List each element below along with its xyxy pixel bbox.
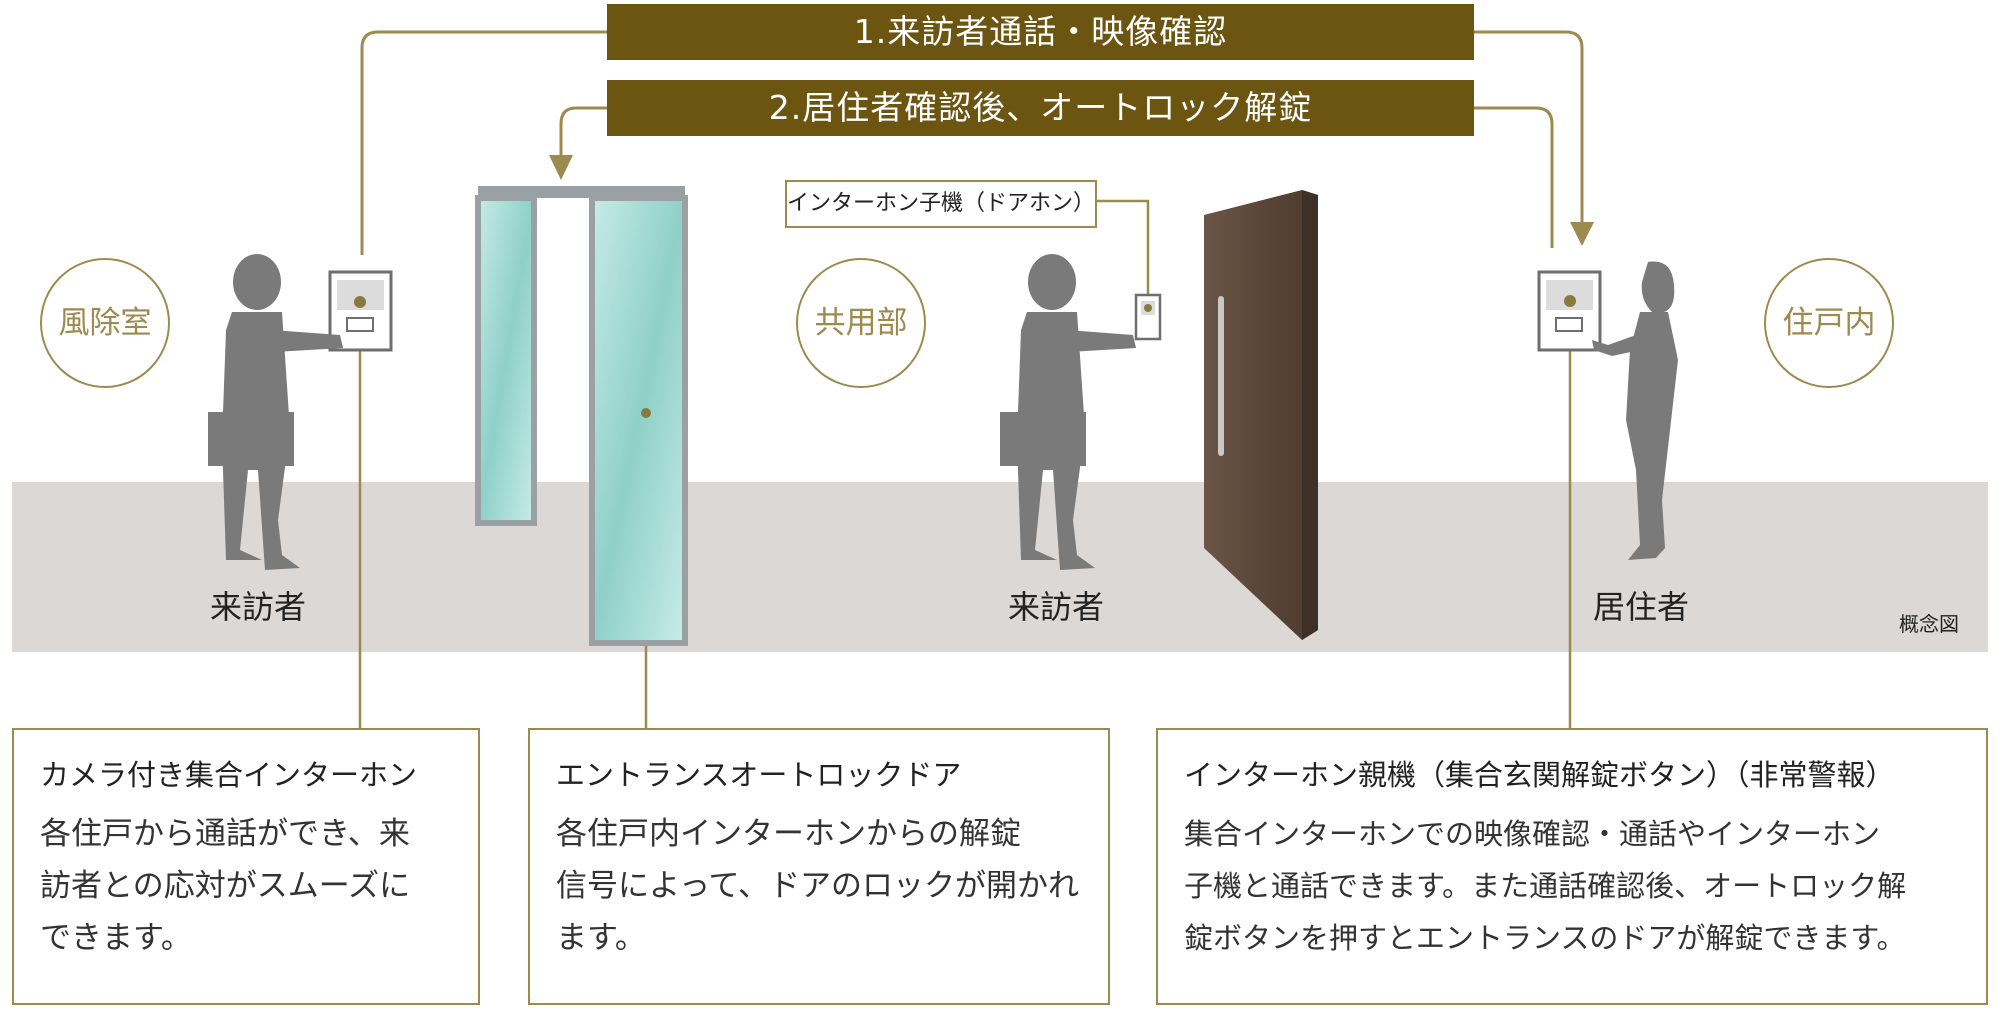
arrow-down-resident-icon — [1570, 222, 1594, 246]
resident-label: 居住者 — [1593, 588, 1690, 626]
step1-banner: 1.来訪者通話・映像確認 — [607, 4, 1474, 60]
concept-note: 概念図 — [1899, 612, 1959, 636]
flow-line-step2 — [559, 106, 1554, 248]
entry-door-icon — [1204, 190, 1318, 640]
door-intercom-label: インターホン子機（ドアホン） — [785, 180, 1097, 228]
autolock-door-line-1: 各住戸内インターホンからの解錠 — [556, 816, 1021, 852]
autolock-door-description: 各住戸内インターホンからの解錠 信号によって、ドアのロックが開かれ ます。 — [556, 808, 1079, 964]
visitor-center-silhouette-icon — [1000, 254, 1136, 570]
camera-intercom-box: カメラ付き集合インターホン 各住戸から通話ができ、来 訪者との応対がスムーズに … — [12, 728, 480, 1005]
visitor-center-label: 来訪者 — [1008, 588, 1105, 626]
autolock-door-box: エントランスオートロックドア 各住戸内インターホンからの解錠 信号によって、ドア… — [528, 728, 1110, 1005]
master-intercom-line-3: 錠ボタンを押すとエントランスのドアが解錠できます。 — [1184, 921, 1906, 955]
zone-dwelling: 住戸内 — [1764, 258, 1894, 388]
camera-intercom-line-2: 訪者との応対がスムーズに — [40, 868, 411, 904]
visitor-left-silhouette-icon — [208, 254, 343, 570]
resident-silhouette-icon — [1592, 261, 1678, 560]
zone-vestibule: 風除室 — [40, 258, 170, 388]
zone-common: 共用部 — [796, 258, 926, 388]
camera-intercom-line-3: できます。 — [40, 920, 192, 956]
floor-band — [12, 482, 1988, 652]
master-intercom-description: 集合インターホンでの映像確認・通話やインターホン 子機と通話できます。また通話確… — [1184, 808, 1906, 964]
visitor-left-label: 来訪者 — [210, 588, 307, 626]
step2-banner: 2.居住者確認後、オートロック解錠 — [607, 80, 1474, 136]
door-intercom-icon — [1134, 293, 1162, 341]
master-intercom-box: インターホン親機（集合玄関解錠ボタン）（非常警報） 集合インターホンでの映像確認… — [1156, 728, 1988, 1005]
glass-door-icon — [475, 186, 688, 646]
autolock-door-title: エントランスオートロックドア — [556, 758, 962, 792]
autolock-door-line-3: ます。 — [556, 920, 646, 956]
autolock-door-line-2: 信号によって、ドアのロックが開かれ — [556, 868, 1079, 904]
master-intercom-line-1: 集合インターホンでの映像確認・通話やインターホン — [1184, 817, 1881, 851]
camera-intercom-description: 各住戸から通話ができ、来 訪者との応対がスムーズに できます。 — [40, 808, 410, 964]
master-intercom-title: インターホン親機（集合玄関解錠ボタン）（非常警報） — [1184, 758, 1895, 792]
arrow-down-door-icon — [549, 155, 573, 180]
flow-line-step1 — [360, 30, 1584, 255]
camera-intercom-line-1: 各住戸から通話ができ、来 — [40, 816, 410, 852]
camera-intercom-title: カメラ付き集合インターホン — [40, 758, 418, 792]
master-intercom-line-2: 子機と通話できます。また通話確認後、オートロック解 — [1184, 869, 1907, 903]
master-intercom-icon — [1537, 270, 1602, 352]
